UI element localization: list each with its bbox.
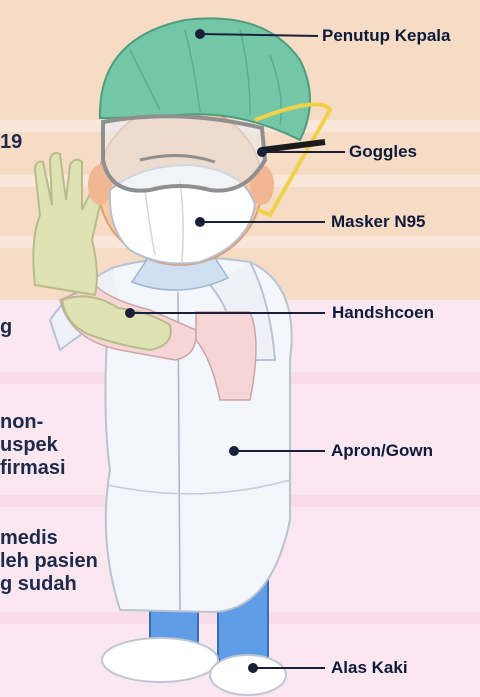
label-apron: Apron/Gown bbox=[331, 441, 433, 461]
label-goggles: Goggles bbox=[349, 142, 417, 162]
label-gloves: Handshcoen bbox=[332, 303, 434, 323]
label-mask: Masker N95 bbox=[331, 212, 426, 232]
label-footwear: Alas Kaki bbox=[331, 658, 408, 678]
label-head-cover: Penutup Kepala bbox=[322, 26, 450, 46]
goggles bbox=[103, 116, 265, 190]
